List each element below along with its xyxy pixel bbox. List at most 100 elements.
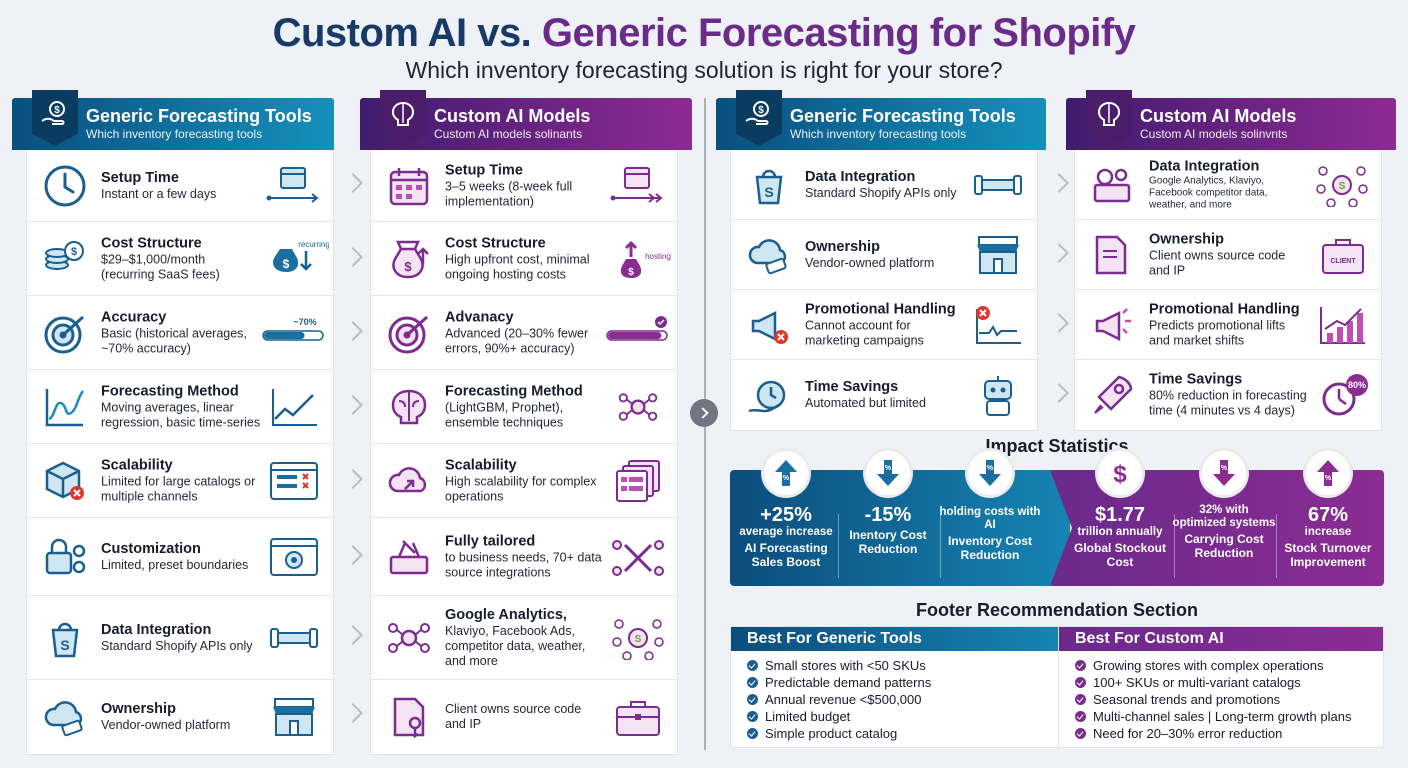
row-title: Time Savings xyxy=(805,379,899,395)
stat-note: trillion annually xyxy=(1077,526,1163,538)
row-ownership: Client owns source code and IP xyxy=(371,680,677,754)
moneybag-down-icon: $recurring xyxy=(273,240,329,272)
stat-value: 67% xyxy=(1307,504,1349,526)
stat-label: Stock Turnover Improvement xyxy=(1284,541,1372,569)
panel-title: Generic Forecasting Tools xyxy=(790,106,1016,126)
row-desc: Vendor-owned platform xyxy=(101,718,231,732)
stat-label: AI Forecasting Sales Boost xyxy=(744,541,828,569)
svg-text:$: $ xyxy=(628,267,634,278)
row-cost-structure: Cost Structure$29–$1,000/month (recurrin… xyxy=(27,222,333,296)
neural-network-icon xyxy=(609,385,667,429)
title-part-generic-vs: Custom AI vs. xyxy=(272,11,542,55)
panel-subtitle: Which inventory forecasting tools xyxy=(86,127,263,141)
page-subtitle: Which inventory forecasting solution is … xyxy=(405,57,1003,83)
row-title: Ownership xyxy=(101,701,176,717)
brain-icon xyxy=(1086,90,1132,146)
line-chart-icon xyxy=(41,383,89,431)
check-icon xyxy=(747,728,758,739)
stat-value: $1.77 xyxy=(1094,504,1146,526)
svg-text:S: S xyxy=(635,634,642,645)
row-title: Setup Time xyxy=(445,162,523,178)
panel-subtitle: Which inventory forecasting tools xyxy=(790,127,967,141)
row-title: Forecasting Method xyxy=(445,383,583,399)
rocket-icon xyxy=(1089,371,1137,419)
panel-title: Custom AI Models xyxy=(1140,106,1297,126)
row-title: Fully tailored xyxy=(445,533,536,549)
next-arrow-button[interactable] xyxy=(690,399,718,427)
row-title: Ownership xyxy=(1149,231,1224,247)
row-title: Data Integration xyxy=(101,621,212,638)
svg-text:$: $ xyxy=(758,105,764,116)
document-client-icon xyxy=(1089,231,1137,279)
list-item-text: Need for 20–30% error reduction xyxy=(1093,726,1283,741)
tools-integration-icon xyxy=(612,539,664,576)
panel-subtitle: Custom AI models solinvnts xyxy=(1140,127,1288,141)
row-title: Cost Structure xyxy=(445,235,546,251)
stat-label: Global Stockout Cost xyxy=(1073,541,1166,569)
best-for-custom: Best For Custom AI Growing stores with c… xyxy=(1058,627,1383,747)
list-item: Multi-channel sales | Long-term growth p… xyxy=(1075,708,1383,725)
page-title: Custom AI vs. Generic Forecasting for Sh… xyxy=(0,10,1408,56)
row-title: Accuracy xyxy=(101,309,167,325)
row-desc: Instant or a few days xyxy=(101,186,217,201)
panel-subtitle: Custom AI models solinants xyxy=(434,127,583,141)
best-for-generic: Best For Generic Tools Small stores with… xyxy=(731,627,1058,747)
shopify-hub-icon: S xyxy=(612,618,664,660)
generic-panel-header: $ Generic Forecasting Tools Which invent… xyxy=(716,90,1046,150)
stat-stockout-cost: $ $1.77 trillion annually Global Stockou… xyxy=(1068,448,1172,569)
shopify-hub-icon: S xyxy=(1316,165,1368,207)
list-item: Predictable demand patterns xyxy=(747,674,1058,691)
shopify-window-icon xyxy=(745,161,793,209)
list-item: Need for 20–30% error reduction xyxy=(1075,725,1383,742)
row-desc: High upfront cost, minimal ongoing hosti… xyxy=(445,252,590,281)
svg-text:%: % xyxy=(987,465,994,472)
row-desc: Klaviyo, Facebook Ads, competitor data, … xyxy=(445,623,586,668)
stacked-documents-icon xyxy=(616,459,660,502)
cloud-tag-icon xyxy=(745,231,793,279)
target-icon xyxy=(41,309,89,357)
row-title: Setup Time xyxy=(101,169,179,186)
row-title: Scalability xyxy=(101,457,173,473)
svg-text:%: % xyxy=(783,475,790,482)
hosting-tag: hosting xyxy=(645,252,671,261)
megaphone-error-icon xyxy=(745,301,793,349)
row-title: Google Analytics, xyxy=(445,606,567,623)
hosting-moneybag-icon: $ hosting xyxy=(620,240,671,278)
row-desc: Client owns source code and IP xyxy=(1149,248,1286,277)
target-icon xyxy=(385,309,433,357)
row-title: Data Integration xyxy=(1149,158,1260,174)
arrow-down-icon: % xyxy=(965,448,1015,498)
briefcase-icon xyxy=(616,701,660,736)
divider xyxy=(1276,514,1277,578)
impact-title: Impact Statistics xyxy=(985,436,1129,456)
brain-icon xyxy=(385,383,433,431)
trend-line-icon xyxy=(272,388,317,426)
custom-panel-header: Custom AI Models Custom AI models solina… xyxy=(360,90,692,150)
divider xyxy=(1174,514,1175,578)
calendar-timeline-icon xyxy=(266,166,319,203)
generic-tools-panel-left: $ Generic Forecasting Tools Which invent… xyxy=(12,90,334,755)
list-item: Annual revenue <$500,000 xyxy=(747,691,1058,708)
briefcase-key-icon: CLIENT xyxy=(1322,238,1364,274)
stat-value: -15% xyxy=(864,504,912,526)
lock-gears-icon xyxy=(41,533,89,581)
list-item-text: Seasonal trends and promotions xyxy=(1093,692,1281,707)
toolbox-icon xyxy=(1089,161,1137,209)
svg-text:%: % xyxy=(1325,475,1332,482)
row-title: Ownership xyxy=(805,238,880,255)
row-desc: Standard Shopify APIs only xyxy=(805,185,957,200)
title-part-shopify: Generic Forecasting for Shopify xyxy=(541,11,1136,55)
svg-text:%: % xyxy=(1221,465,1228,472)
row-desc: Limited, preset boundaries xyxy=(101,557,249,572)
cloud-tag-icon xyxy=(41,693,89,741)
stat-note: average increase xyxy=(739,526,833,538)
megaphone-confetti-icon xyxy=(1089,301,1137,349)
row-data-integration: Google Analytics,Klaviyo, Facebook Ads, … xyxy=(371,596,677,680)
